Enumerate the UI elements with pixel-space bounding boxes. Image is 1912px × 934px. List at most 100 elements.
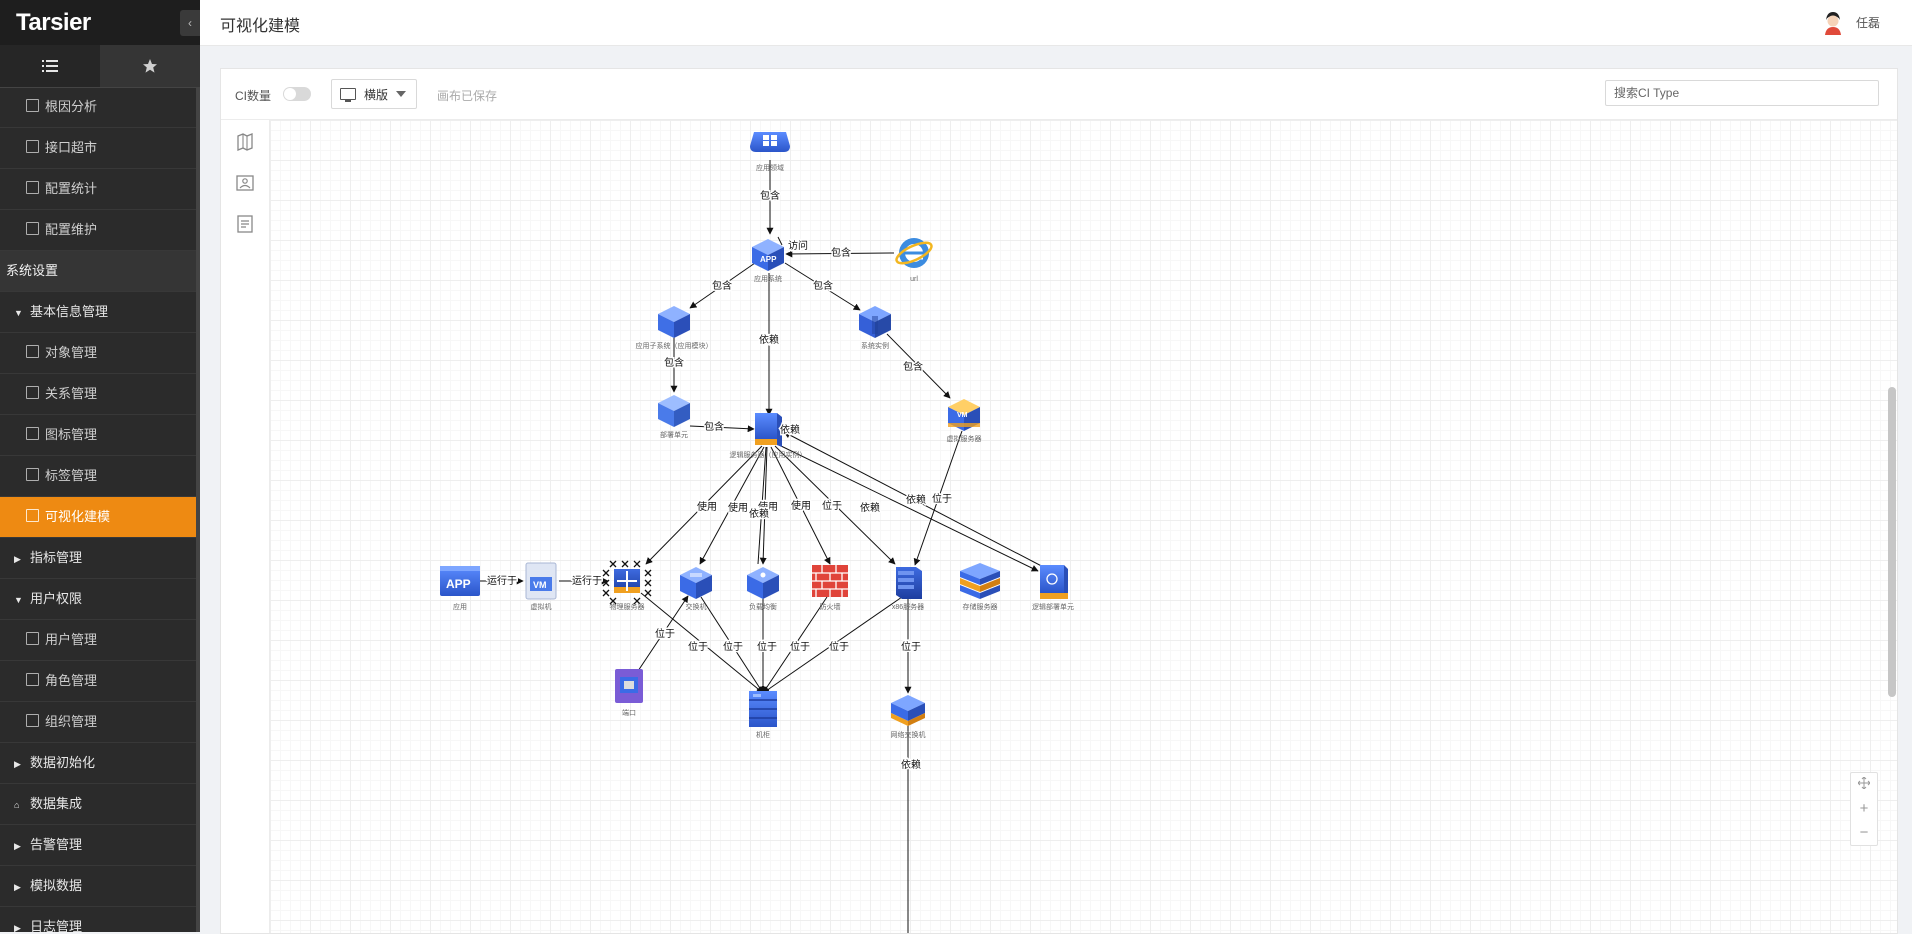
sidebar-item-16[interactable]: ▶数据初始化 bbox=[0, 743, 196, 784]
sidebar-item-17[interactable]: ⌂数据集成 bbox=[0, 784, 196, 825]
sidebar-item-15[interactable]: 组织管理 bbox=[0, 702, 196, 743]
sidebar-item-2[interactable]: 配置统计 bbox=[0, 169, 196, 210]
sidebar-item-8[interactable]: 图标管理 bbox=[0, 415, 196, 456]
sidebar-item-label: 关系管理 bbox=[45, 386, 98, 401]
sidebar-item-12[interactable]: ▼用户权限 bbox=[0, 579, 196, 620]
edge-label: 位于 bbox=[688, 640, 708, 653]
sidebar-item-3[interactable]: 配置维护 bbox=[0, 210, 196, 251]
sidebar-item-4[interactable]: 系统设置 bbox=[0, 251, 196, 292]
node-switch[interactable]: 交换机 bbox=[680, 567, 712, 611]
node-lb[interactable]: 负载均衡 bbox=[747, 567, 779, 611]
node-app-domain[interactable]: 应用领域 bbox=[750, 132, 790, 172]
image-frame-icon[interactable] bbox=[235, 173, 255, 193]
node-rack[interactable]: 机柜 bbox=[749, 691, 777, 739]
edge-n_logic_server-n_switch[interactable] bbox=[699, 446, 765, 565]
doc-icon bbox=[26, 181, 39, 194]
sidebar-item-label: 数据集成 bbox=[30, 796, 83, 811]
sidebar-scrollbar[interactable] bbox=[196, 87, 200, 932]
node-label: 应用子系统（应用模块） bbox=[636, 341, 713, 350]
search-ci-type-input[interactable] bbox=[1605, 80, 1879, 106]
node-deploy-unit[interactable]: 部署单元 bbox=[658, 395, 690, 439]
edge-n_app_system-n_sub_system[interactable] bbox=[689, 262, 756, 309]
edge-n_x86-n_rack[interactable] bbox=[762, 596, 903, 694]
port-icon bbox=[615, 669, 643, 703]
node-port[interactable]: 端口 bbox=[615, 669, 643, 717]
map-book-icon[interactable] bbox=[235, 132, 255, 152]
server-selected-icon bbox=[602, 560, 652, 605]
edge-n_app_system-n_url[interactable] bbox=[777, 236, 783, 246]
list-doc-icon[interactable] bbox=[235, 214, 255, 234]
node-firewall[interactable]: 防火墙 bbox=[812, 565, 848, 611]
edge-n_physical-n_rack[interactable] bbox=[640, 592, 764, 694]
node-net-switch[interactable]: 网络交换机 bbox=[891, 695, 926, 739]
edge-n_sys_software-n_virtual_server[interactable] bbox=[886, 333, 951, 399]
node-storage[interactable]: 存储服务器 bbox=[960, 563, 1000, 611]
edge-label: 位于 bbox=[790, 640, 810, 653]
edge-n_logic_server-n_lb[interactable] bbox=[759, 446, 768, 565]
canvas-scrollbar[interactable] bbox=[1888, 387, 1896, 697]
edge-n_port-n_switch[interactable] bbox=[637, 595, 689, 672]
sidebar-item-label: 组织管理 bbox=[45, 714, 98, 729]
edge-n_logic_deploy-n_logic_server[interactable] bbox=[783, 431, 1054, 573]
user-name[interactable]: 任磊 bbox=[1856, 16, 1881, 30]
sidebar-item-19[interactable]: ▶模拟数据 bbox=[0, 866, 196, 907]
svg-text:VM: VM bbox=[957, 412, 968, 419]
sidebar-item-6[interactable]: 对象管理 bbox=[0, 333, 196, 374]
sidebar-item-11[interactable]: ▶指标管理 bbox=[0, 538, 196, 579]
fit-screen-icon[interactable] bbox=[1851, 773, 1877, 797]
node-logic-server[interactable]: 逻辑服务器（应用实例） bbox=[730, 413, 807, 459]
edge-n_app_system-n_sys_software[interactable] bbox=[784, 262, 861, 311]
doc-icon bbox=[26, 345, 39, 358]
edge-n_logic_server-n_lb[interactable] bbox=[757, 446, 767, 565]
tab-favorites[interactable] bbox=[100, 45, 200, 87]
edge-label: 位于 bbox=[901, 640, 921, 653]
sidebar-item-18[interactable]: ▶告警管理 bbox=[0, 825, 196, 866]
node-url[interactable]: url bbox=[894, 238, 934, 283]
edge-n_logic_server-n_physical[interactable] bbox=[645, 445, 763, 565]
node-sub-system[interactable]: 应用子系统（应用模块） bbox=[636, 306, 713, 350]
node-sys-software[interactable]: 系统实例 bbox=[859, 306, 891, 350]
sidebar-item-13[interactable]: 用户管理 bbox=[0, 620, 196, 661]
sidebar-item-5[interactable]: ▼基本信息管理 bbox=[0, 292, 196, 333]
edge-n_url-n_app_system[interactable] bbox=[785, 250, 895, 258]
layout-mode-select[interactable]: 横版 bbox=[331, 79, 417, 109]
sidebar: Tarsier ‹ 根因分析接口超市配置统计配置维护系统设置▼基本信息管理对象管… bbox=[0, 0, 200, 932]
sidebar-item-0[interactable]: 根因分析 bbox=[0, 87, 196, 128]
edge-n_firewall-n_rack[interactable] bbox=[762, 596, 828, 694]
caret-right-icon: ▶ bbox=[14, 882, 21, 892]
grid-server-icon bbox=[750, 132, 790, 152]
app-card-icon: APP bbox=[440, 566, 480, 596]
edge-n_switch-n_rack[interactable] bbox=[700, 596, 764, 694]
node-logic-deploy[interactable]: 逻辑部署单元 bbox=[1032, 565, 1074, 611]
collapse-sidebar-button[interactable]: ‹ bbox=[180, 10, 200, 36]
node-x86[interactable]: x86服务器 bbox=[892, 567, 924, 611]
sidebar-item-14[interactable]: 角色管理 bbox=[0, 661, 196, 702]
edge-n_logic_server-n_logic_deploy[interactable] bbox=[778, 444, 1039, 572]
zoom-in-button[interactable]: + bbox=[1859, 800, 1869, 817]
edge-label: 依赖 bbox=[860, 501, 880, 514]
sidebar-item-1[interactable]: 接口超市 bbox=[0, 128, 196, 169]
edge-label: 包含 bbox=[903, 360, 923, 373]
edge-n_deploy_unit-n_logic_server[interactable] bbox=[689, 425, 755, 433]
sidebar-item-9[interactable]: 标签管理 bbox=[0, 456, 196, 497]
node-physical[interactable]: 物理服务器 bbox=[602, 560, 652, 611]
user-avatar[interactable] bbox=[1820, 9, 1846, 35]
tab-menu-list[interactable] bbox=[0, 45, 100, 87]
list-icon bbox=[42, 60, 58, 72]
sidebar-item-label: 用户管理 bbox=[45, 632, 98, 647]
lock-icon bbox=[26, 632, 39, 645]
lock-icon bbox=[26, 673, 39, 686]
sidebar-item-7[interactable]: 关系管理 bbox=[0, 374, 196, 415]
edges-layer bbox=[478, 160, 1054, 933]
sidebar-item-10[interactable]: 可视化建模 bbox=[0, 497, 196, 538]
edge-n_virtual_server-n_x86[interactable] bbox=[913, 430, 963, 566]
zoom-out-button[interactable]: − bbox=[1859, 824, 1869, 841]
sidebar-item-20[interactable]: ▶日志管理 bbox=[0, 907, 196, 932]
ci-count-toggle[interactable] bbox=[283, 87, 311, 101]
